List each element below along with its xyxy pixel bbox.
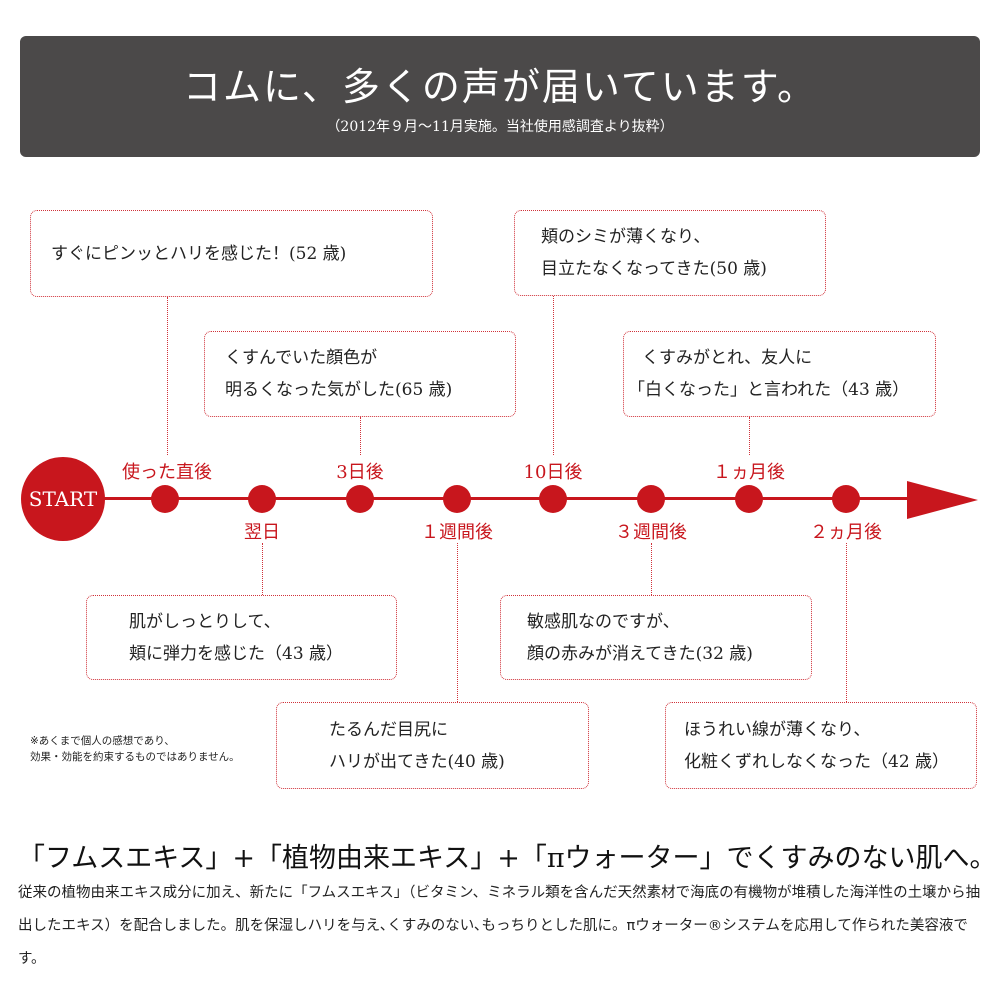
disclaimer-note: ※あくまで個人の感想であり、 効果・効能を約束するものではありません。 xyxy=(30,733,240,765)
connector xyxy=(749,417,750,455)
connector xyxy=(553,296,554,455)
timeline-label: 使った直後 xyxy=(122,462,212,483)
testimonial-text: 頬のシミが薄くなり、 xyxy=(541,227,711,247)
note-line: ※あくまで個人の感想であり、 xyxy=(30,735,175,747)
timeline-label: １週間後 xyxy=(421,522,493,543)
timeline-arrow-icon xyxy=(907,481,978,519)
timeline-dot xyxy=(248,485,276,513)
testimonial-text: 明るくなった気がした(65 歳) xyxy=(225,380,453,400)
connector xyxy=(846,543,847,702)
timeline-label: ２ヵ月後 xyxy=(810,522,882,543)
testimonial-text: くすみがとれ、友人に xyxy=(642,348,813,368)
timeline-dot xyxy=(637,485,665,513)
testimonial-text: すぐにピンッとハリを感じた！(52 歳) xyxy=(51,243,347,264)
footer-body: 従来の植物由来エキス成分に加え、新たに「フムスエキス」（ビタミン、ミネラル類を含… xyxy=(18,885,981,967)
timeline-label: 3日後 xyxy=(336,462,384,483)
testimonial-text: ハリが出てきた(40 歳) xyxy=(329,751,505,772)
header-banner: コムに、多くの声が届いています。 （2012年９月〜11月実施。当社使用感調査よ… xyxy=(20,36,980,157)
testimonial-text: 頬に弾力を感じた（43 歳） xyxy=(129,643,344,664)
timeline-dot xyxy=(832,485,860,513)
testimonial-box: くすみがとれ、友人に「白くなった」と言われた（43 歳） xyxy=(623,331,936,417)
testimonial-box: ほうれい線が薄くなり、化粧くずれしなくなった（42 歳） xyxy=(665,702,977,789)
connector xyxy=(457,543,458,702)
testimonial-text: 目立たなくなってきた(50 歳) xyxy=(541,259,767,279)
testimonial-text: たるんだ目尻に xyxy=(329,719,448,740)
connector xyxy=(360,417,361,455)
timeline-dot xyxy=(539,485,567,513)
testimonial-box: すぐにピンッとハリを感じた！(52 歳) xyxy=(30,210,433,297)
connector xyxy=(262,543,263,595)
timeline-dot xyxy=(151,485,179,513)
timeline-dot xyxy=(443,485,471,513)
testimonial-text: ほうれい線が薄くなり、 xyxy=(684,719,871,740)
footer-heading: 「フムスエキス」+「植物由来エキス」+「πウォーター」でくすみのない肌へ。 xyxy=(18,843,997,874)
timeline-dot xyxy=(735,485,763,513)
testimonial-box: 敏感肌なのですが、顔の赤みが消えてきた(32 歳) xyxy=(500,595,812,680)
testimonial-box: くすんでいた顔色が明るくなった気がした(65 歳) xyxy=(204,331,516,417)
testimonial-text: 化粧くずれしなくなった（42 歳） xyxy=(684,751,950,772)
testimonial-box: 肌がしっとりして、頬に弾力を感じた（43 歳） xyxy=(86,595,397,680)
timeline-line xyxy=(90,497,910,500)
testimonial-box: 頬のシミが薄くなり、目立たなくなってきた(50 歳) xyxy=(514,210,826,296)
testimonial-text: くすんでいた顔色が xyxy=(225,348,378,368)
connector xyxy=(167,297,168,455)
timeline-dot xyxy=(346,485,374,513)
testimonial-box: たるんだ目尻にハリが出てきた(40 歳) xyxy=(276,702,589,789)
testimonial-text: 敏感肌なのですが、 xyxy=(527,611,680,632)
timeline-label: １ヵ月後 xyxy=(713,462,785,483)
note-line: 効果・効能を約束するものではありません。 xyxy=(30,751,240,763)
timeline-label: ３週間後 xyxy=(615,522,687,543)
start-marker: START xyxy=(21,457,105,541)
page-subtitle: （2012年９月〜11月実施。当社使用感調査より抜粋） xyxy=(326,119,674,135)
testimonial-text: 「白くなった」と言われた（43 歳） xyxy=(628,380,910,400)
testimonial-text: 肌がしっとりして、 xyxy=(129,611,281,632)
testimonial-text: 顔の赤みが消えてきた(32 歳) xyxy=(527,643,753,664)
timeline-label: 翌日 xyxy=(244,522,280,543)
page-title: コムに、多くの声が届いています。 xyxy=(183,65,817,109)
connector xyxy=(651,543,652,595)
timeline-label: 10日後 xyxy=(523,462,583,483)
